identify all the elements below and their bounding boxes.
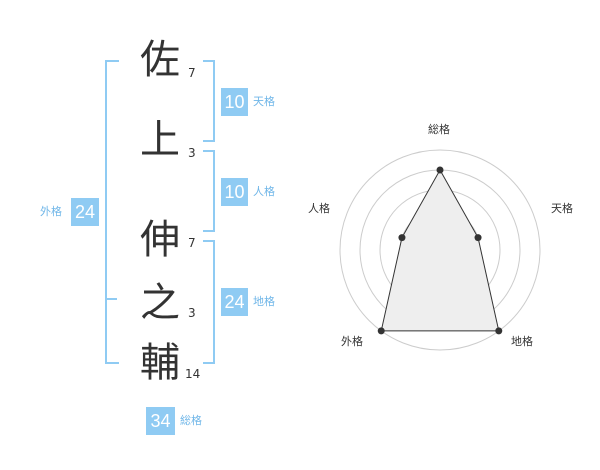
name-char-5: 輔 — [140, 340, 180, 386]
radar-data-area — [380, 168, 500, 332]
radar-label-tenkaku: 天格 — [551, 202, 573, 215]
chikaku-badge: 24 — [221, 288, 248, 316]
tenkaku-bracket — [203, 60, 215, 142]
gaikaku-bracket — [105, 60, 119, 364]
gaikaku-badge: 24 — [71, 198, 99, 226]
gaikaku-bracket-tick — [105, 298, 117, 300]
radar-point-2 — [495, 327, 503, 335]
stroke-count-1: 7 — [188, 66, 196, 80]
radar-point-4 — [398, 234, 406, 242]
stroke-count-3: 7 — [188, 236, 196, 250]
tenkaku-label: 天格 — [253, 95, 275, 108]
soukaku-label: 総格 — [180, 414, 202, 427]
soukaku-badge: 34 — [146, 407, 175, 435]
radar-label-chikaku: 地格 — [511, 335, 533, 348]
radar-point-3 — [377, 327, 385, 335]
name-char-1: 佐 — [140, 37, 180, 83]
name-char-3: 伸 — [140, 217, 180, 263]
radar-label-gaikaku: 外格 — [341, 335, 363, 348]
radar-grid-ring — [339, 149, 541, 351]
jinkaku-label: 人格 — [253, 185, 275, 198]
tenkaku-badge: 10 — [221, 88, 248, 116]
radar-data-points — [377, 166, 503, 335]
radar-label-jinkaku: 人格 — [308, 202, 330, 215]
gaikaku-label: 外格 — [40, 205, 62, 218]
stroke-count-5: 14 — [185, 367, 201, 381]
radar-label-soukaku: 総格 — [428, 123, 450, 136]
radar-point-0 — [436, 166, 444, 174]
jinkaku-badge: 10 — [221, 178, 248, 206]
stroke-count-4: 3 — [188, 306, 196, 320]
chikaku-bracket — [203, 240, 215, 364]
jinkaku-bracket — [203, 150, 215, 232]
name-char-2: 上 — [140, 117, 180, 163]
stroke-count-2: 3 — [188, 146, 196, 160]
radar-point-1 — [474, 234, 482, 242]
chikaku-label: 地格 — [253, 295, 275, 308]
name-char-4: 之 — [140, 280, 180, 326]
